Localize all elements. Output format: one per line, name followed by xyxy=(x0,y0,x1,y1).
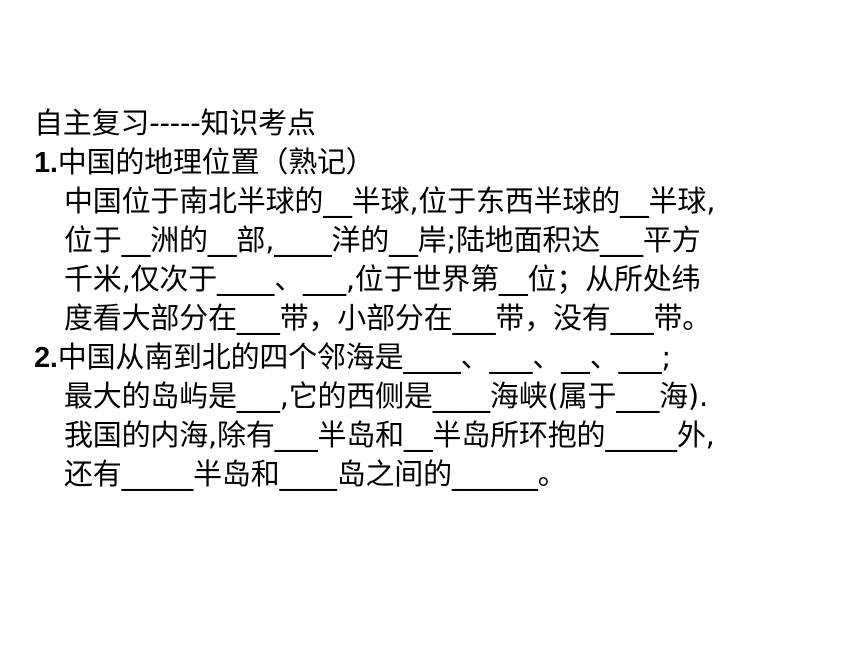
section-2-number: 2. xyxy=(34,342,58,374)
slide-content: 自主复习-----知识考点 1.中国的地理位置（熟记） 中国位于南北半球的__半… xyxy=(34,104,844,494)
section-2-title: 2.中国从南到北的四个邻海是____、___、__、___; xyxy=(34,338,844,377)
section-1-number: 1. xyxy=(34,147,58,179)
section-2-line-3: 还有_____半岛和____岛之间的______。 xyxy=(64,457,567,491)
section-1-line-3: 千米,仅次于____、___,位于世界第__位；从所处纬 xyxy=(64,262,701,296)
section-1-line-4: 度看大部分在___带，小部分在___带，没有___带。 xyxy=(64,301,712,335)
section-1-line-2: 位于__洲的__部,____洋的__岸;陆地面积达___平方 xyxy=(64,223,701,257)
section-1-title-text: 中国的地理位置（熟记） xyxy=(57,145,375,179)
section-1-line-1: 中国位于南北半球的__半球,位于东西半球的__半球, xyxy=(64,184,716,218)
section-2-title-text: 中国从南到北的四个邻海是____、___、__、___; xyxy=(57,340,671,374)
slide-heading: 自主复习-----知识考点 xyxy=(34,106,316,140)
section-1-title: 1.中国的地理位置（熟记） xyxy=(34,143,844,182)
section-2-line-1: 最大的岛屿是___,它的西侧是____海峡(属于___海). xyxy=(64,379,709,413)
section-2-line-2: 我国的内海,除有___半岛和__半岛所环抱的_____外, xyxy=(64,418,715,452)
